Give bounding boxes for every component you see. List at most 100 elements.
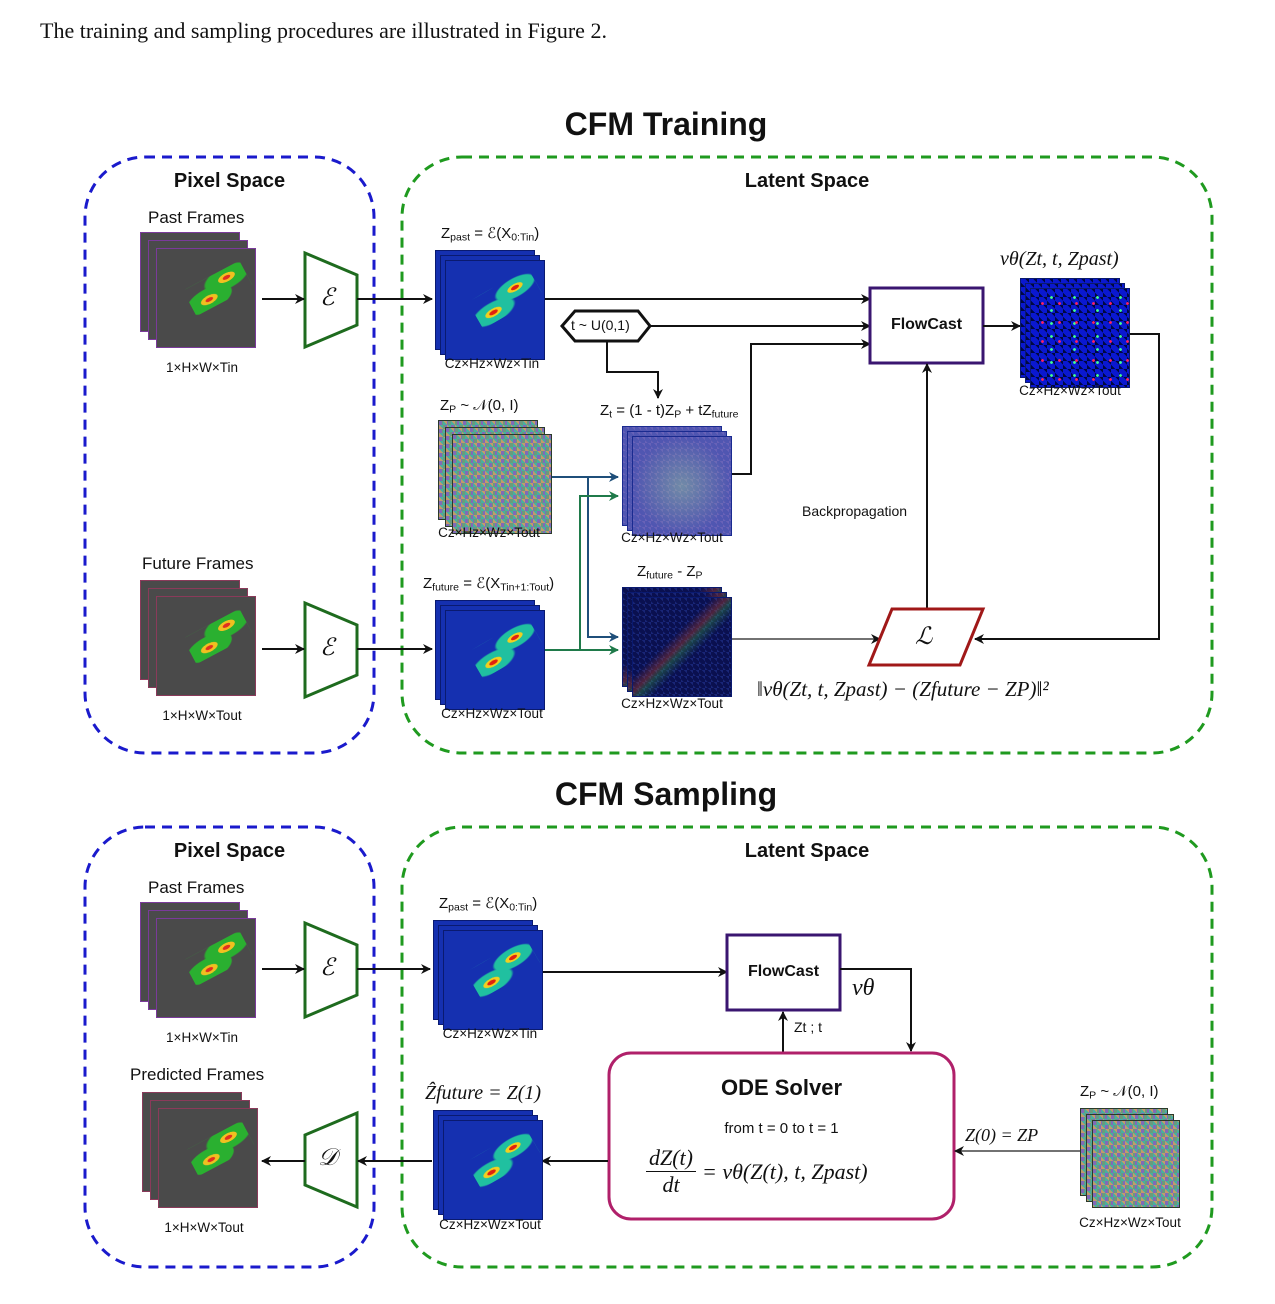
sampling-latent-space-container (400, 825, 1214, 1269)
sampling-z-past-dims: Cz×Hz×Wz×Tin (442, 1026, 538, 1041)
loss-symbol: ℒ (915, 624, 933, 650)
z-future-label-close: ) (549, 575, 555, 592)
z-past-label-eq-sub: 0:Tin (511, 231, 535, 244)
backprop-label: Backpropagation (802, 503, 908, 519)
ode-solver-title: ODE Solver (720, 1075, 843, 1100)
arrow-zp-to-target (587, 477, 619, 642)
past-frames-dims: 1×H×W×Tin (166, 360, 238, 375)
sampling-z-past-label-eq: = ℰ(X (468, 895, 510, 912)
z-t-label: Zt = (1 - t)ZP + tZfuture (600, 402, 739, 421)
past-frames-label: Past Frames (148, 208, 245, 227)
ode-equation-fraction: dZ(t) dt (646, 1145, 696, 1198)
z-p-label-main: Z (440, 397, 450, 414)
z-t-dims: Cz×Hz×Wz×Tout (621, 530, 723, 545)
z-t-label-eq: = (1 - t)Z (612, 402, 675, 419)
sampling-z-past-label-close: ) (532, 895, 538, 912)
target-label-sub: future (646, 569, 674, 582)
decoder-shape (303, 1110, 359, 1210)
sampling-z-past-label: Zpast = ℰ(X0:Tin) (439, 894, 537, 914)
z-p-label-sub: P (449, 403, 457, 416)
z-t-label-eq-sub: P (674, 408, 682, 421)
decoder-symbol: 𝒟 (318, 1145, 338, 1171)
predicted-frames-label: Predicted Frames (130, 1065, 265, 1084)
z-past-label-sub: past (450, 231, 471, 244)
sampling-z-p-label-main: Z (1080, 1083, 1090, 1100)
z-future-label-main: Z (423, 575, 433, 592)
predicted-frames-dims: 1×H×W×Tout (164, 1220, 244, 1235)
encoder-future-symbol: ℰ (320, 635, 335, 661)
ode-solver-range: from t = 0 to t = 1 (724, 1120, 839, 1137)
z-t-label-plus: + tZ (681, 402, 712, 419)
arrow-velocity-to-loss (974, 333, 1160, 644)
past-frames-image-training (140, 232, 264, 356)
z-t-label-plus-sub: future (711, 408, 739, 421)
sampling-z-p-label-eq: ~ 𝒩(0, I) (1096, 1083, 1159, 1100)
arrow-zfuture-to-zt (579, 491, 619, 650)
flowcast-label-training: FlowCast (890, 316, 963, 333)
past-frames-image-sampling (140, 902, 264, 1026)
z-p-label: ZP ~ 𝒩(0, I) (440, 397, 519, 416)
encoder-past-shape (303, 250, 359, 350)
z-past-label-main: Z (441, 225, 451, 242)
sampling-pixel-space-title: Pixel Space (173, 840, 286, 862)
sampling-z-p-label-sub: P (1089, 1089, 1097, 1102)
encoder-sampling-shape (303, 920, 359, 1020)
future-frames-image-training (140, 580, 264, 704)
intro-text: The training and sampling procedures are… (40, 18, 607, 43)
sampling-past-frames-dims: 1×H×W×Tin (166, 1030, 238, 1045)
z-past-dims: Cz×Hz×Wz×Tin (444, 356, 540, 371)
v-theta-label: vθ (852, 975, 875, 1001)
sampling-z-p-label: ZP ~ 𝒩(0, I) (1080, 1083, 1159, 1102)
z-p-label-eq: ~ 𝒩(0, I) (456, 397, 519, 414)
flowcast-label-sampling: FlowCast (747, 963, 820, 980)
z-past-label-close: ) (534, 225, 540, 242)
loss-formula: ‖vθ(Zt, t, Zpast) − (Zfuture − ZP)‖² (757, 677, 1049, 701)
z-future-dims: Cz×Hz×Wz×Tout (441, 706, 543, 721)
z-hat-dims: Cz×Hz×Wz×Tout (439, 1217, 541, 1232)
sampling-latent-space-title: Latent Space (744, 840, 870, 862)
encoder-future-shape (303, 600, 359, 700)
sampling-z-past-label-sub: past (448, 901, 469, 914)
training-latent-space-container (400, 155, 1214, 755)
zt-input-label: Zt ; t (794, 1019, 822, 1035)
training-pixel-space-container (83, 155, 376, 755)
sampling-z-p-dims: Cz×Hz×Wz×Tout (1079, 1215, 1181, 1230)
sampling-title: CFM Sampling (554, 776, 778, 812)
z-future-label-sub: future (432, 581, 460, 594)
z-past-label-eq: = ℰ(X (470, 225, 512, 242)
target-label-main: Z (637, 563, 647, 580)
z-p-dims: Cz×Hz×Wz×Tout (438, 525, 540, 540)
ode-equation: dZ(t) dt = vθ(Z(t), t, Zpast) (646, 1145, 868, 1198)
z-future-label: Zfuture = ℰ(XTin+1:Tout) (423, 574, 554, 594)
z-t-label-main: Z (600, 402, 610, 419)
sampling-z-past-label-eq-sub: 0:Tin (509, 901, 533, 914)
t-sample-label: t ~ U(0,1) (571, 317, 630, 333)
target-label: Zfuture - ZP (637, 563, 703, 582)
arrow-flowcast-to-ode (840, 968, 916, 1052)
loss-parallelogram (866, 607, 986, 667)
z0-label: Z(0) = ZP (965, 1125, 1039, 1145)
flowcast-box-sampling (725, 933, 842, 1012)
ode-equation-numerator: dZ(t) (646, 1145, 696, 1172)
future-frames-label: Future Frames (142, 554, 254, 573)
training-title: CFM Training (564, 106, 768, 142)
z-future-label-eq-sub: Tin+1:Tout (500, 581, 550, 594)
target-dims: Cz×Hz×Wz×Tout (621, 696, 723, 711)
z-past-label: Zpast = ℰ(X0:Tin) (441, 224, 539, 244)
sampling-past-frames-label: Past Frames (148, 878, 245, 897)
sampling-z-past-label-main: Z (439, 895, 449, 912)
velocity-dims: Cz×Hz×Wz×Tout (1019, 383, 1121, 398)
training-latent-space-title: Latent Space (744, 170, 870, 192)
future-frames-dims: 1×H×W×Tout (162, 708, 242, 723)
velocity-label: vθ(Zt, t, Zpast) (1000, 248, 1119, 270)
target-label-minus-sub: P (695, 569, 703, 582)
encoder-past-symbol: ℰ (320, 285, 335, 311)
ode-equation-rhs: = vθ(Z(t), t, Zpast) (702, 1158, 868, 1184)
z-hat-label: Ẑfuture = Z(1) (425, 1082, 542, 1104)
arrow-t-to-zt (606, 341, 663, 399)
arrow-zt-to-flowcast (730, 339, 871, 475)
ode-solver-box (607, 1051, 956, 1221)
encoder-sampling-symbol: ℰ (320, 955, 335, 981)
z-future-label-eq: = ℰ(X (459, 575, 501, 592)
